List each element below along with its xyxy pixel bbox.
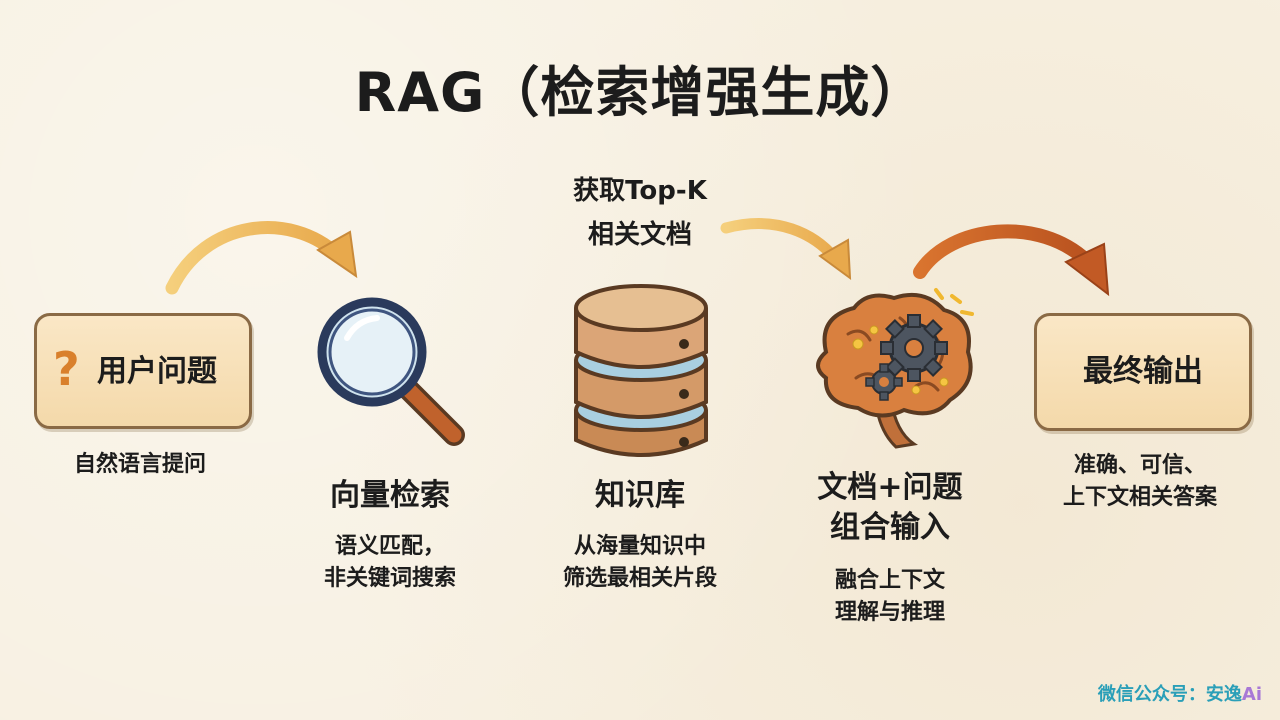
watermark-prefix: 微信公众号：安逸: [1097, 684, 1242, 705]
knowledge-desc-line-1: 从海量知识中: [573, 534, 706, 559]
knowledge-desc-line-2: 筛选最相关片段: [562, 566, 717, 591]
search-desc-line-1: 语义匹配，: [334, 534, 445, 559]
retrieve-note-line-2: 相关文档: [587, 220, 692, 250]
question-mark-icon: ?: [53, 342, 80, 396]
search-label: 向量检索: [330, 478, 450, 513]
output-box: 最终输出: [1034, 313, 1252, 431]
output-label: 最终输出: [1083, 354, 1203, 389]
output-desc-line-1: 准确、可信、: [1073, 453, 1206, 478]
page-title: RAG（检索增强生成）: [354, 61, 926, 124]
knowledge-label: 知识库: [595, 478, 685, 513]
watermark-accent: Ai: [1241, 684, 1262, 705]
retrieve-note-line-1: 获取Top-K: [573, 176, 707, 206]
question-desc: 自然语言提问: [73, 452, 206, 477]
combine-label-line-1: 文档+问题: [817, 470, 963, 505]
magnifier-icon: [317, 297, 465, 446]
brain-gears-icon: [816, 288, 974, 449]
watermark: 微信公众号：安逸Ai: [1098, 680, 1262, 706]
combine-label-line-2: 组合输入: [830, 510, 950, 545]
combine-desc-line-1: 融合上下文: [834, 568, 945, 593]
question-label: 用户问题: [97, 354, 217, 389]
database-icon: [574, 284, 708, 457]
question-box: ? 用户问题: [34, 313, 252, 429]
combine-desc-line-2: 理解与推理: [834, 600, 945, 625]
output-desc-line-2: 上下文相关答案: [1062, 485, 1217, 510]
search-desc-line-2: 非关键词搜索: [323, 566, 456, 591]
